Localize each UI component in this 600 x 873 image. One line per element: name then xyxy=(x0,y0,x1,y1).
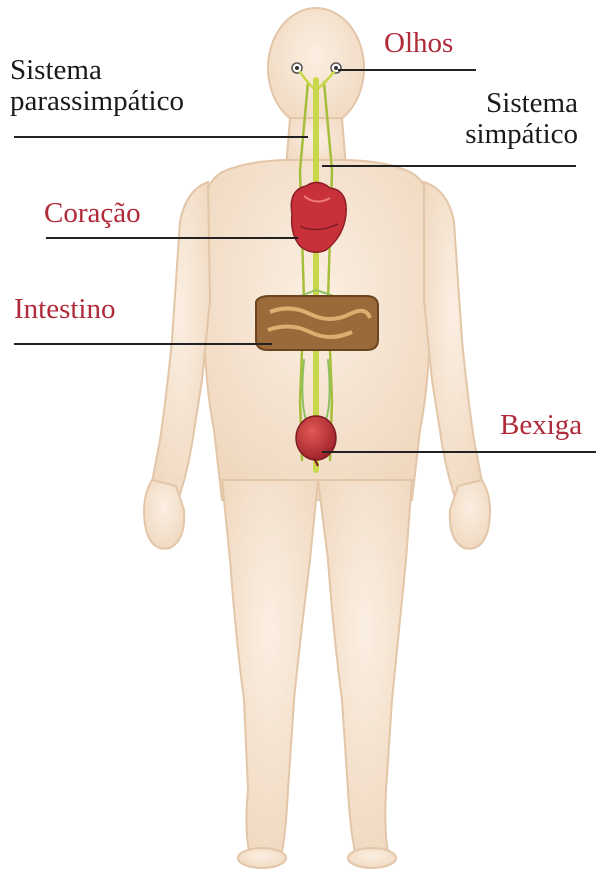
label-sistema-parassimpatico-line2: parassimpático xyxy=(10,86,184,117)
left-foot xyxy=(238,848,286,868)
right-leg xyxy=(318,480,412,856)
label-sistema-simpatico: Sistema simpático xyxy=(440,88,578,149)
label-coracao: Coração xyxy=(44,198,141,229)
label-olhos: Olhos xyxy=(384,28,453,59)
left-hand xyxy=(144,480,184,549)
label-sistema-parassimpatico: Sistema parassimpático xyxy=(10,55,184,116)
right-foot xyxy=(348,848,396,868)
left-leg xyxy=(222,480,318,856)
label-sistema-simpatico-line1: Sistema xyxy=(440,88,578,119)
right-hand xyxy=(450,480,490,549)
right-arm xyxy=(424,182,483,512)
label-sistema-parassimpatico-line1: Sistema xyxy=(10,55,184,86)
left-arm xyxy=(151,182,210,512)
label-sistema-simpatico-line2: simpático xyxy=(440,119,578,150)
intestine xyxy=(256,296,378,350)
label-bexiga: Bexiga xyxy=(500,410,582,441)
label-intestino: Intestino xyxy=(14,294,116,325)
